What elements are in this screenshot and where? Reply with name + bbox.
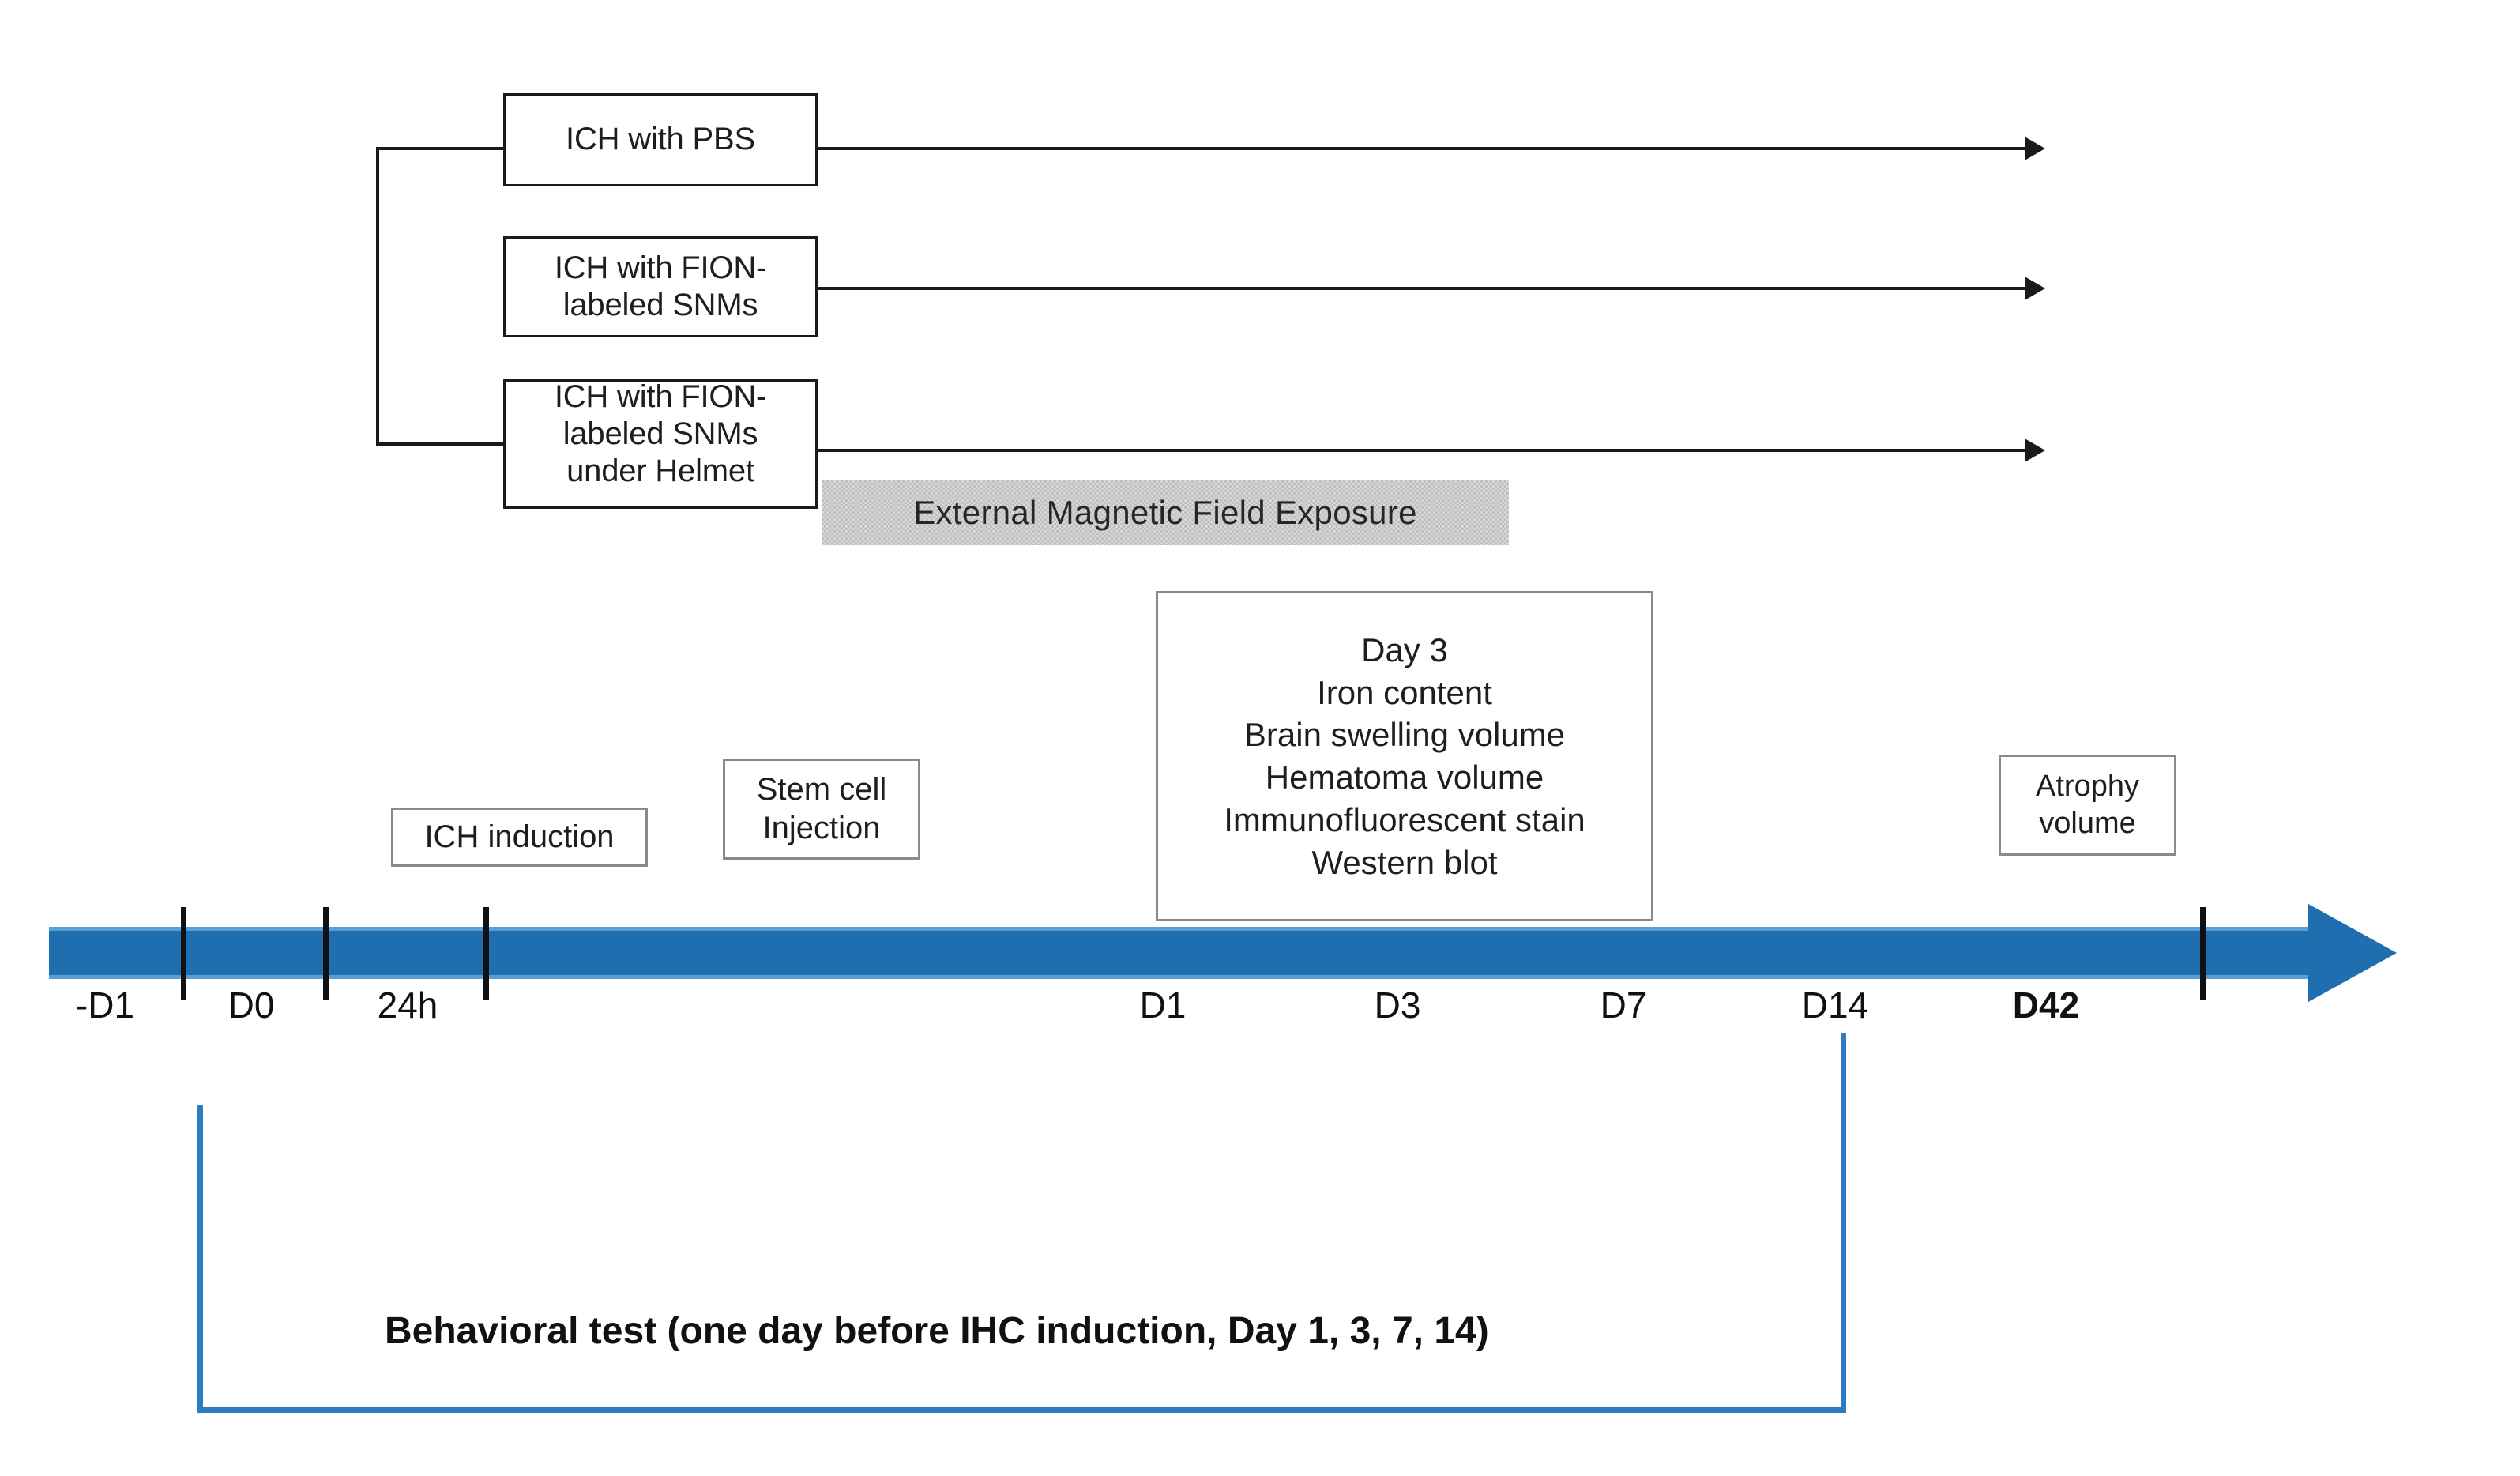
atrophy-line-0: Atrophy <box>2036 769 2139 803</box>
day3-line-5: Western blot <box>1311 843 1498 881</box>
group-box-2-line-1: labeled SNMs <box>562 416 758 452</box>
group-box-1-line-1: labeled SNMs <box>562 288 758 322</box>
event-box-atrophy-volume[interactable]: Atrophy volume <box>1999 755 2176 856</box>
event-box-ich-induction[interactable]: ICH induction <box>391 808 648 867</box>
external-magnetic-field-bar[interactable]: External Magnetic Field Exposure <box>822 480 1509 545</box>
timeline-tick-0 <box>181 907 186 1000</box>
group-arrow-line-0 <box>818 147 2028 150</box>
ich-induction-line-0: ICH induction <box>424 819 615 854</box>
group-arrow-line-2 <box>818 449 2028 452</box>
timeline-arrowhead-icon <box>2308 904 2397 1002</box>
stemcell-line-0: Stem cell <box>756 772 887 808</box>
timeline-label-5: D7 <box>1600 985 1647 1026</box>
group-box-fion-snms-helmet[interactable]: ICH with FION- labeled SNMs under Helmet <box>503 379 818 509</box>
group-box-fion-snms[interactable]: ICH with FION- labeled SNMs <box>503 236 818 337</box>
group-arrow-head-1 <box>2025 277 2045 300</box>
behavioral-bracket-left <box>197 1105 203 1413</box>
event-box-stem-cell-injection[interactable]: Stem cell Injection <box>723 759 920 860</box>
timeline-tick-1 <box>323 907 329 1000</box>
external-magnetic-field-label: External Magnetic Field Exposure <box>913 494 1417 531</box>
timeline-label-3: D1 <box>1139 985 1187 1026</box>
behavioral-test-label: Behavioral test (one day before IHC indu… <box>385 1310 1489 1352</box>
day3-lines: Day 3 Iron content Brain swelling volume… <box>1158 629 1651 884</box>
day3-line-2: Brain swelling volume <box>1243 716 1566 754</box>
group-box-0-lines: ICH with PBS <box>506 121 815 158</box>
group-box-2-line-2: under Helmet <box>566 454 754 489</box>
stemcell-lines: Stem cell Injection <box>725 770 918 848</box>
day3-line-3: Hematoma volume <box>1265 759 1544 796</box>
timeline-label-1: D0 <box>228 985 275 1026</box>
group-box-1-line-0: ICH with FION- <box>554 250 767 285</box>
group-arrow-line-1 <box>818 287 2028 290</box>
timeline-tick-3 <box>2200 907 2206 1000</box>
group-box-2-line-0: ICH with FION- <box>554 379 767 414</box>
timeline-label-0: -D1 <box>75 985 135 1026</box>
timeline-bar <box>49 927 2310 979</box>
group-box-1-lines: ICH with FION- labeled SNMs <box>506 250 815 324</box>
group-box-ich-with-pbs[interactable]: ICH with PBS <box>503 93 818 186</box>
timeline-label-4: D3 <box>1374 985 1421 1026</box>
timeline-label-7: D42 <box>2012 985 2080 1026</box>
timeline-label-2: 24h <box>377 985 438 1026</box>
day3-line-4: Immunofluorescent stain <box>1224 800 1585 838</box>
group-arrow-head-2 <box>2025 439 2045 462</box>
ich-induction-lines: ICH induction <box>393 819 645 855</box>
timeline-label-6: D14 <box>1801 985 1869 1026</box>
group-bracket-stub-top <box>376 147 506 150</box>
behavioral-bracket-bottom <box>197 1407 1846 1413</box>
day3-line-1: Iron content <box>1317 673 1492 711</box>
group-box-0-line-0: ICH with PBS <box>566 122 755 157</box>
timeline-tick-2 <box>483 907 489 1000</box>
atrophy-lines: Atrophy volume <box>2001 768 2174 842</box>
behavioral-bracket-right <box>1841 1033 1846 1413</box>
atrophy-line-1: volume <box>2039 807 2136 840</box>
group-bracket-spine <box>376 147 379 446</box>
assessment-box-day3[interactable]: Day 3 Iron content Brain swelling volume… <box>1156 591 1653 921</box>
group-box-2-lines: ICH with FION- labeled SNMs under Helmet <box>506 378 815 491</box>
group-arrow-head-0 <box>2025 137 2045 160</box>
group-bracket-stub-bottom <box>376 442 506 446</box>
stemcell-line-1: Injection <box>762 811 881 845</box>
day3-line-0: Day 3 <box>1361 631 1448 668</box>
